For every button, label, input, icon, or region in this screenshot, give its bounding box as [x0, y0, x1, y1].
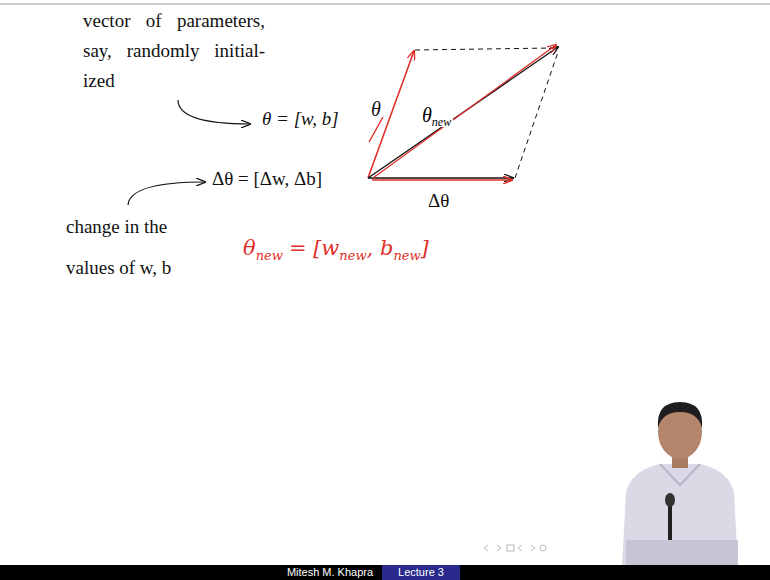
handwritten-text: = [w — [289, 236, 339, 260]
handwritten-text: ] — [421, 236, 429, 260]
footer-lecture: Lecture 3 — [382, 565, 460, 580]
vector-label: Δθ — [428, 190, 449, 212]
leader-arrow — [128, 182, 205, 205]
equation: θ = [w, b] — [262, 108, 339, 130]
presenter-photo — [622, 402, 738, 565]
handwritten-text: , b — [367, 236, 394, 260]
delta-theta-vector — [368, 177, 513, 178]
dashed-side — [415, 48, 553, 50]
note-text: change in the values of w, b — [66, 206, 194, 288]
theta-vector — [368, 51, 414, 178]
handwritten-subscript: new — [393, 248, 420, 263]
leader-arrow — [178, 100, 250, 124]
vector-label: θnew — [420, 104, 453, 127]
handwritten-subscript: new — [256, 248, 283, 263]
top-rule — [0, 3, 770, 4]
vector-label: θ — [422, 104, 432, 127]
equation: Δθ = [Δw, Δb] — [212, 168, 322, 190]
nav-icons — [484, 545, 546, 551]
vector-label: θ — [371, 98, 381, 121]
red-overlay — [372, 179, 512, 180]
note-text: vector of parameters, say, randomly init… — [83, 6, 265, 96]
handwritten-text: θ — [243, 236, 256, 260]
handwritten-subscript: new — [339, 248, 366, 263]
red-overlay — [373, 45, 556, 178]
handwritten-note: θnew= [wnew, bnew] — [243, 236, 429, 260]
footer-author: Mitesh M. Khapra — [280, 565, 380, 580]
red-tick — [369, 117, 383, 142]
subscript: new — [432, 115, 451, 130]
